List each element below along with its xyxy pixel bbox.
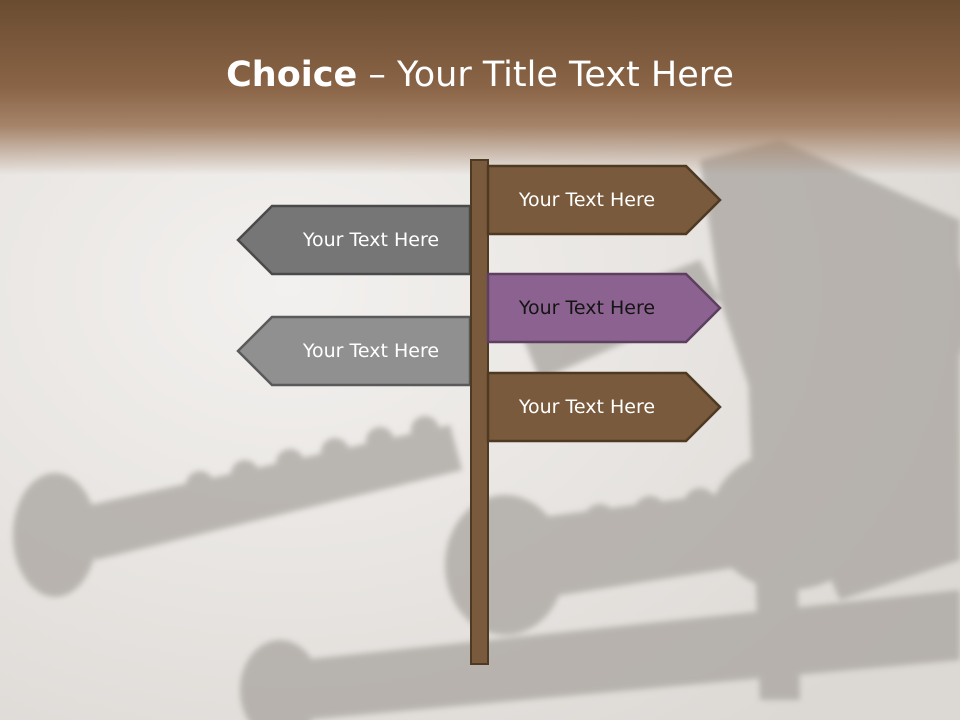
title-rest: Your Title Text Here (397, 55, 734, 95)
sign-left-1-label[interactable]: Your Text Here (302, 229, 440, 251)
title-dash: – (357, 55, 397, 95)
sign-right-2-label[interactable]: Your Text Here (518, 297, 656, 319)
signpost-pole (470, 159, 489, 665)
sign-right-1-shape[interactable] (486, 164, 722, 236)
title-bold: Choice (226, 55, 358, 95)
sign-right-3-shape[interactable] (486, 371, 722, 443)
sign-right-2-shape[interactable] (486, 272, 722, 344)
header-band (0, 0, 960, 175)
sign-right-3-label[interactable]: Your Text Here (518, 396, 656, 418)
slide-title[interactable]: Choice – Your Title Text Here (0, 50, 960, 100)
sign-left-2-label[interactable]: Your Text Here (302, 340, 440, 362)
sign-right-1-label[interactable]: Your Text Here (518, 189, 656, 211)
